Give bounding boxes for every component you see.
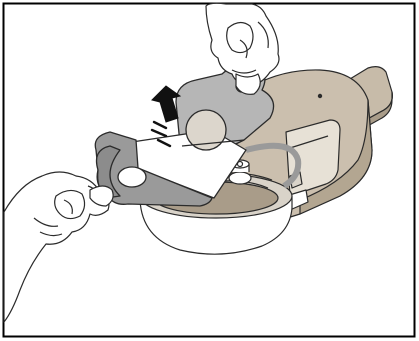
- illustration-svg: [0, 0, 419, 341]
- illustration-figure: [0, 0, 419, 341]
